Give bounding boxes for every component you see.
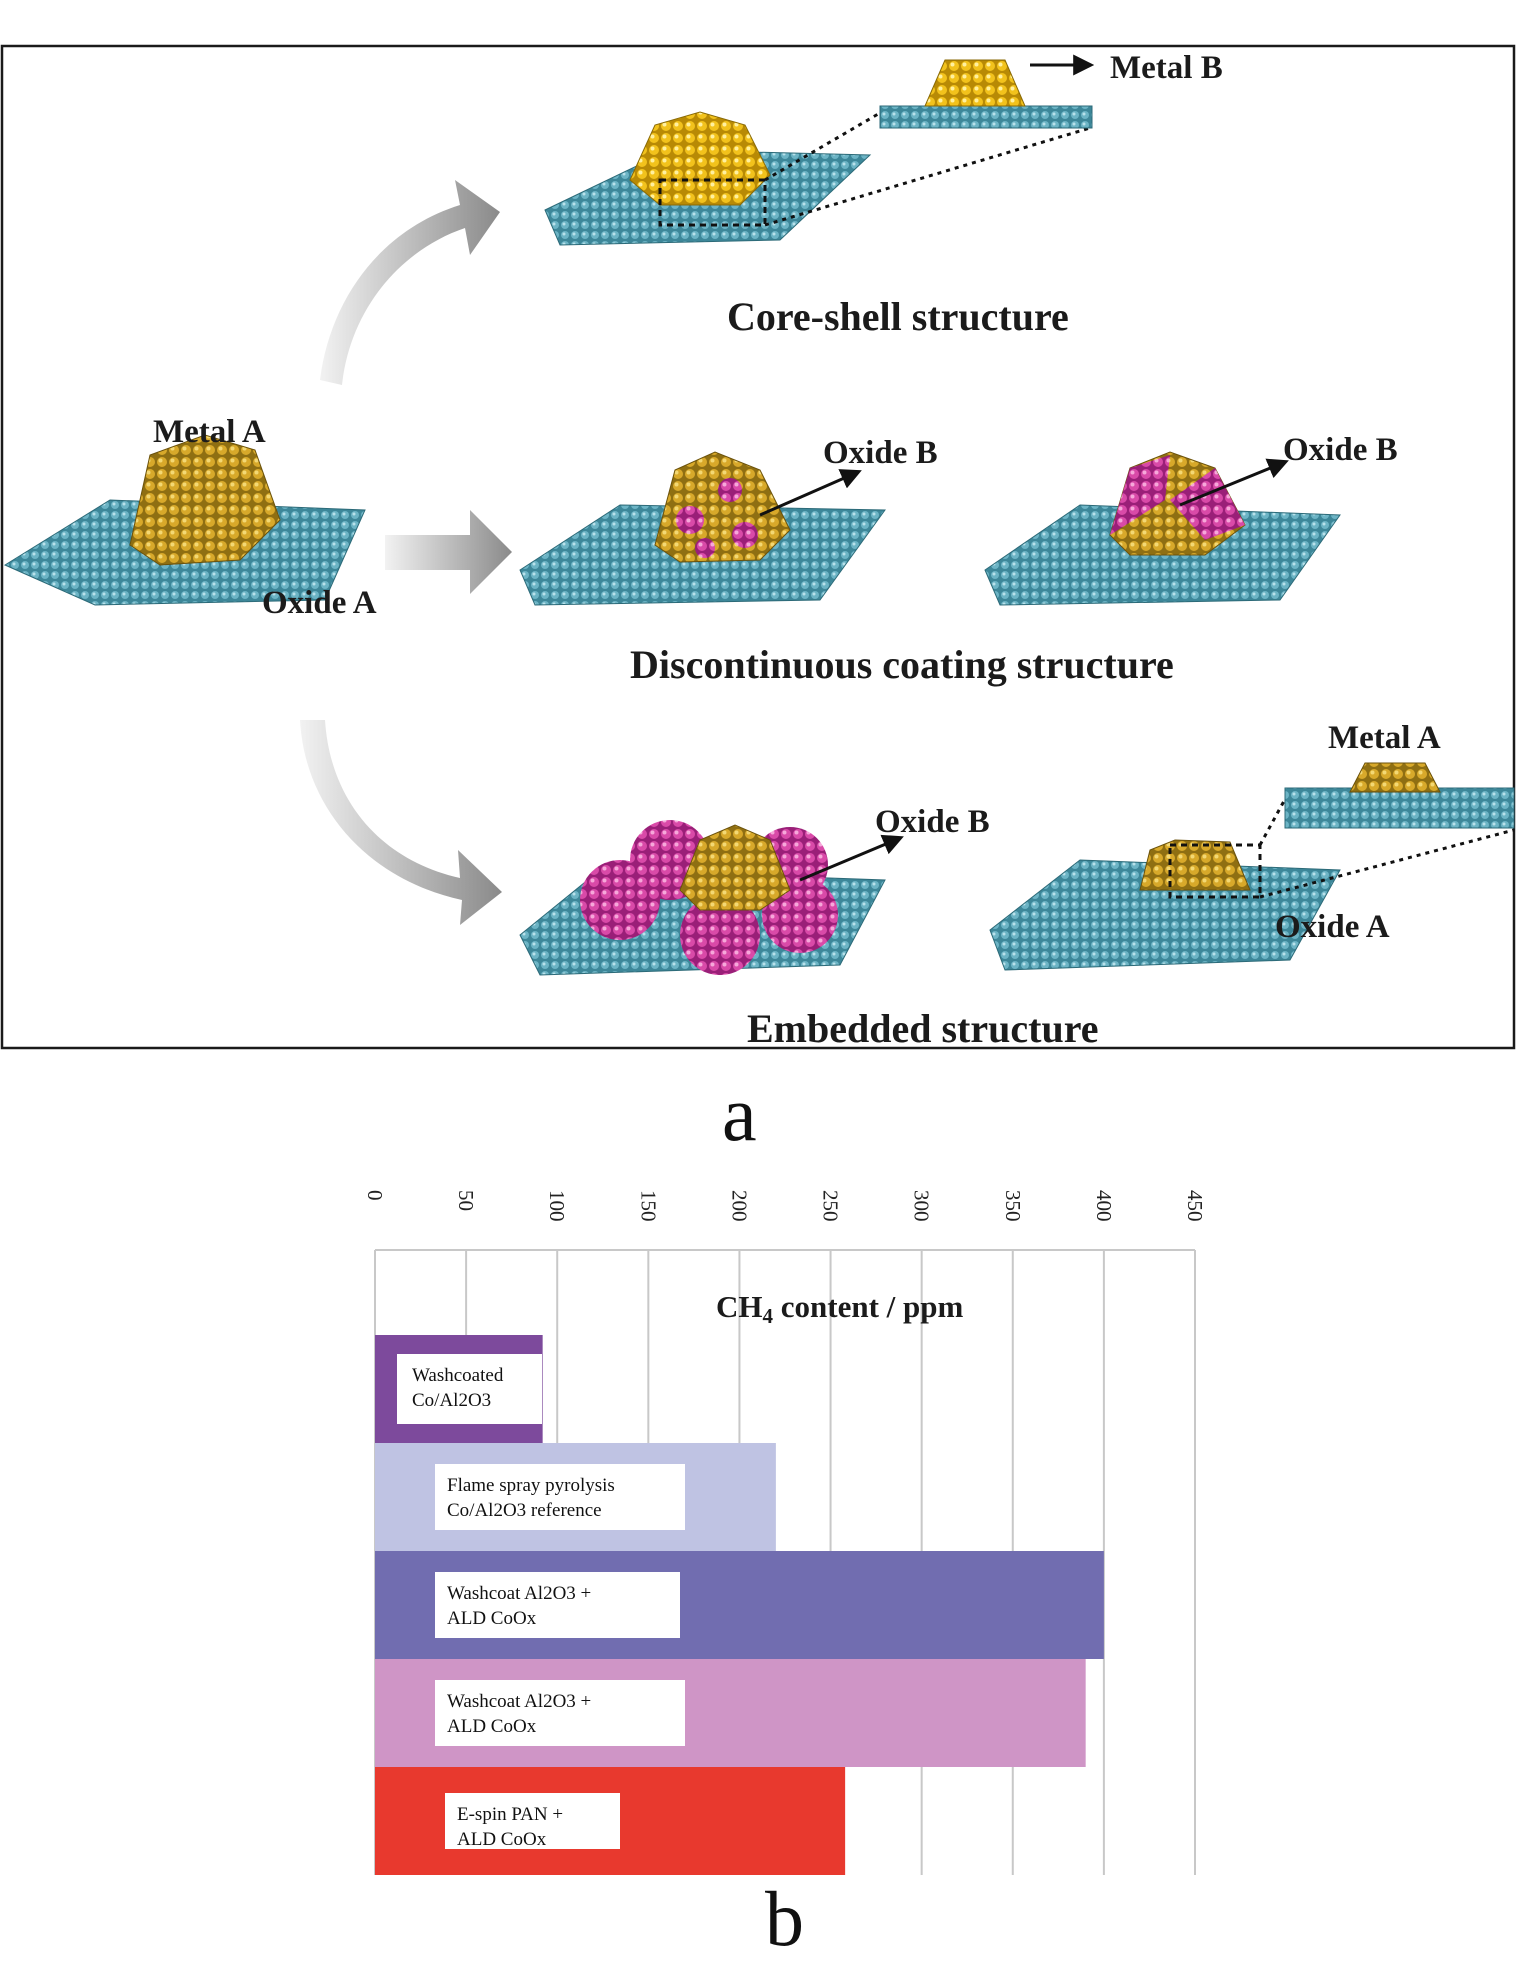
chart-ticks: 0 50 100 150 200 250 300 350 400 450 [363, 1190, 1207, 1222]
bar-label-box-4 [435, 1680, 685, 1746]
tick-label-50: 50 [454, 1190, 478, 1211]
label-oxide-b-1: Oxide B [823, 435, 938, 471]
curved-arrow-down [300, 720, 502, 925]
tick-label-300: 300 [910, 1190, 934, 1222]
label-oxide-a-2: Oxide A [1275, 909, 1390, 945]
bar-label-box-3 [435, 1572, 680, 1638]
discontinuous-particle-2 [984, 451, 1341, 606]
discontinuous-particle-1 [519, 451, 886, 606]
label-oxide-a: Oxide A [262, 585, 377, 621]
bar-label-5-line-2: ALD CoOx [457, 1829, 547, 1850]
label-embedded: Embedded structure [747, 1006, 1098, 1051]
bar-label-box-2 [435, 1464, 685, 1530]
bar-label-1-line-1: Washcoated [412, 1365, 504, 1386]
bar-label-2-line-1: Flame spray pyrolysis [447, 1475, 615, 1496]
tick-label-350: 350 [1001, 1190, 1025, 1222]
bar-label-2-line-2: Co/Al2O3 reference [447, 1500, 602, 1521]
straight-arrow-right [385, 510, 512, 594]
bar-label-5-line-1: E-spin PAN + [457, 1804, 563, 1825]
bar-label-3-line-1: Washcoat Al2O3 + [447, 1583, 591, 1604]
structure-diagram: Metal B Core-shell structure Metal A Oxi… [0, 44, 1516, 1051]
start-particle [3, 434, 366, 606]
embedded-particle-1 [519, 820, 904, 976]
embedded-particle-2 [989, 762, 1515, 971]
tick-label-450: 450 [1183, 1190, 1207, 1222]
bar-label-4-line-2: ALD CoOx [447, 1716, 537, 1737]
core-shell-particle [544, 54, 1095, 246]
label-core-shell: Core-shell structure [727, 294, 1069, 339]
label-oxide-b-2: Oxide B [1283, 432, 1398, 468]
ch4-bar-chart: 0 50 100 150 200 250 300 350 400 450 CH4 content … [363, 1190, 1207, 1875]
bar-label-1-line-2: Co/Al2O3 [412, 1390, 491, 1411]
tick-label-100: 100 [545, 1190, 569, 1222]
label-metal-a: Metal A [153, 414, 266, 450]
label-metal-a-2: Metal A [1328, 720, 1441, 756]
panel-letter-b: b [765, 1875, 804, 1962]
label-metal-b: Metal B [1110, 50, 1223, 86]
chart-title: CH4 content / ppm [716, 1289, 963, 1328]
bar-label-4-line-1: Washcoat Al2O3 + [447, 1691, 591, 1712]
bar-label-box-5 [445, 1793, 620, 1849]
tick-label-250: 250 [819, 1190, 843, 1222]
bar-label-box-1 [397, 1354, 542, 1424]
panel-letter-a: a [722, 1070, 757, 1157]
bar-label-3-line-2: ALD CoOx [447, 1608, 537, 1629]
tick-label-0: 0 [363, 1190, 387, 1201]
tick-label-150: 150 [636, 1190, 660, 1222]
tick-label-400: 400 [1092, 1190, 1116, 1222]
curved-arrow-up [320, 180, 500, 385]
label-discontinuous: Discontinuous coating structure [630, 642, 1174, 687]
label-oxide-b-3: Oxide B [875, 804, 990, 840]
tick-label-200: 200 [727, 1190, 751, 1222]
